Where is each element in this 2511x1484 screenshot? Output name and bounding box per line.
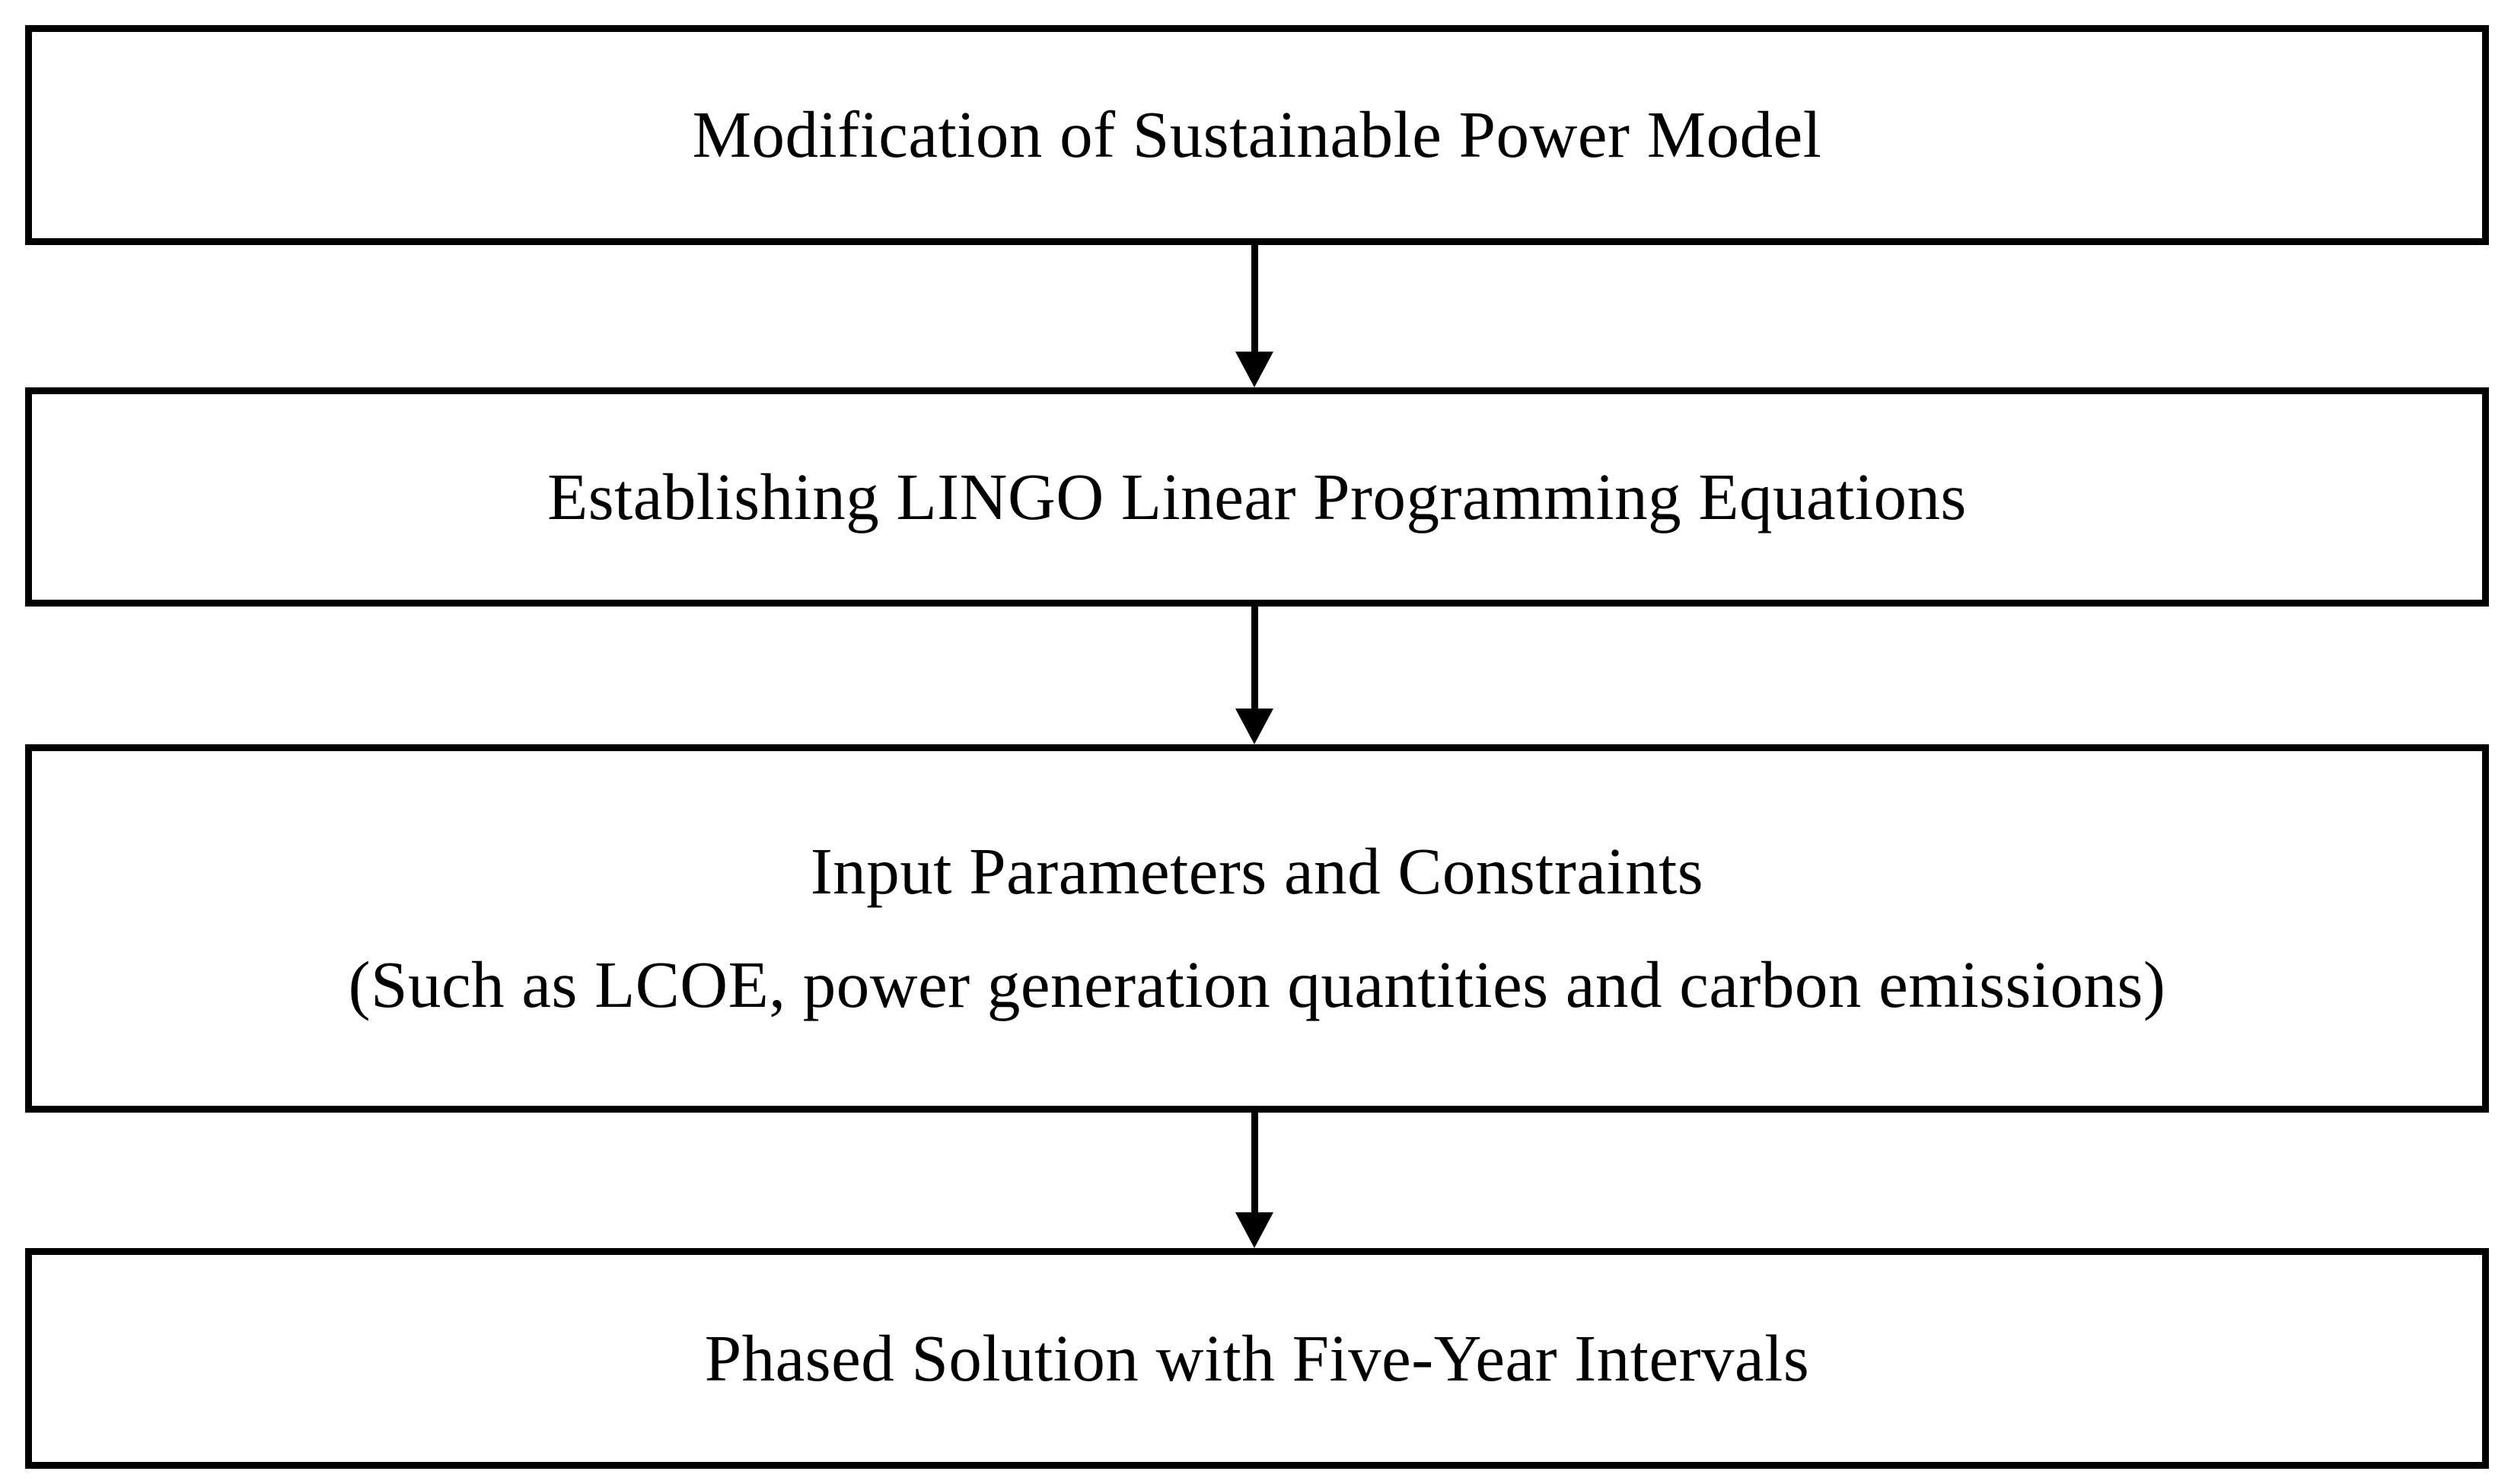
- flow-step-input-parameters-sublabel: (Such as LCOE, power generation quantiti…: [348, 947, 2166, 1021]
- arrow-shaft: [1251, 607, 1258, 711]
- arrow-shaft: [1251, 1113, 1258, 1215]
- flow-step-lingo-equations: Establishing LINGO Linear Programming Eq…: [25, 387, 2489, 607]
- arrow-head: [1235, 709, 1273, 744]
- arrow-shaft: [1251, 245, 1258, 354]
- arrow-head: [1235, 352, 1273, 387]
- arrow-down-icon: [1235, 1113, 1274, 1248]
- flow-step-phased-solution: Phased Solution with Five-Year Intervals: [25, 1248, 2489, 1469]
- flow-step-phased-solution-label: Phased Solution with Five-Year Intervals: [704, 1320, 1810, 1395]
- flow-step-input-parameters: Input Parameters and Constraints (Such a…: [25, 744, 2489, 1113]
- arrow-down-icon: [1235, 245, 1274, 387]
- arrow-head: [1235, 1212, 1273, 1248]
- flow-step-modification: Modification of Sustainable Power Model: [25, 25, 2489, 245]
- flow-step-input-parameters-label: Input Parameters and Constraints: [810, 834, 1704, 909]
- flow-step-modification-label: Modification of Sustainable Power Model: [692, 97, 1822, 172]
- arrow-down-icon: [1235, 607, 1274, 744]
- flow-step-lingo-equations-label: Establishing LINGO Linear Programming Eq…: [547, 459, 1967, 533]
